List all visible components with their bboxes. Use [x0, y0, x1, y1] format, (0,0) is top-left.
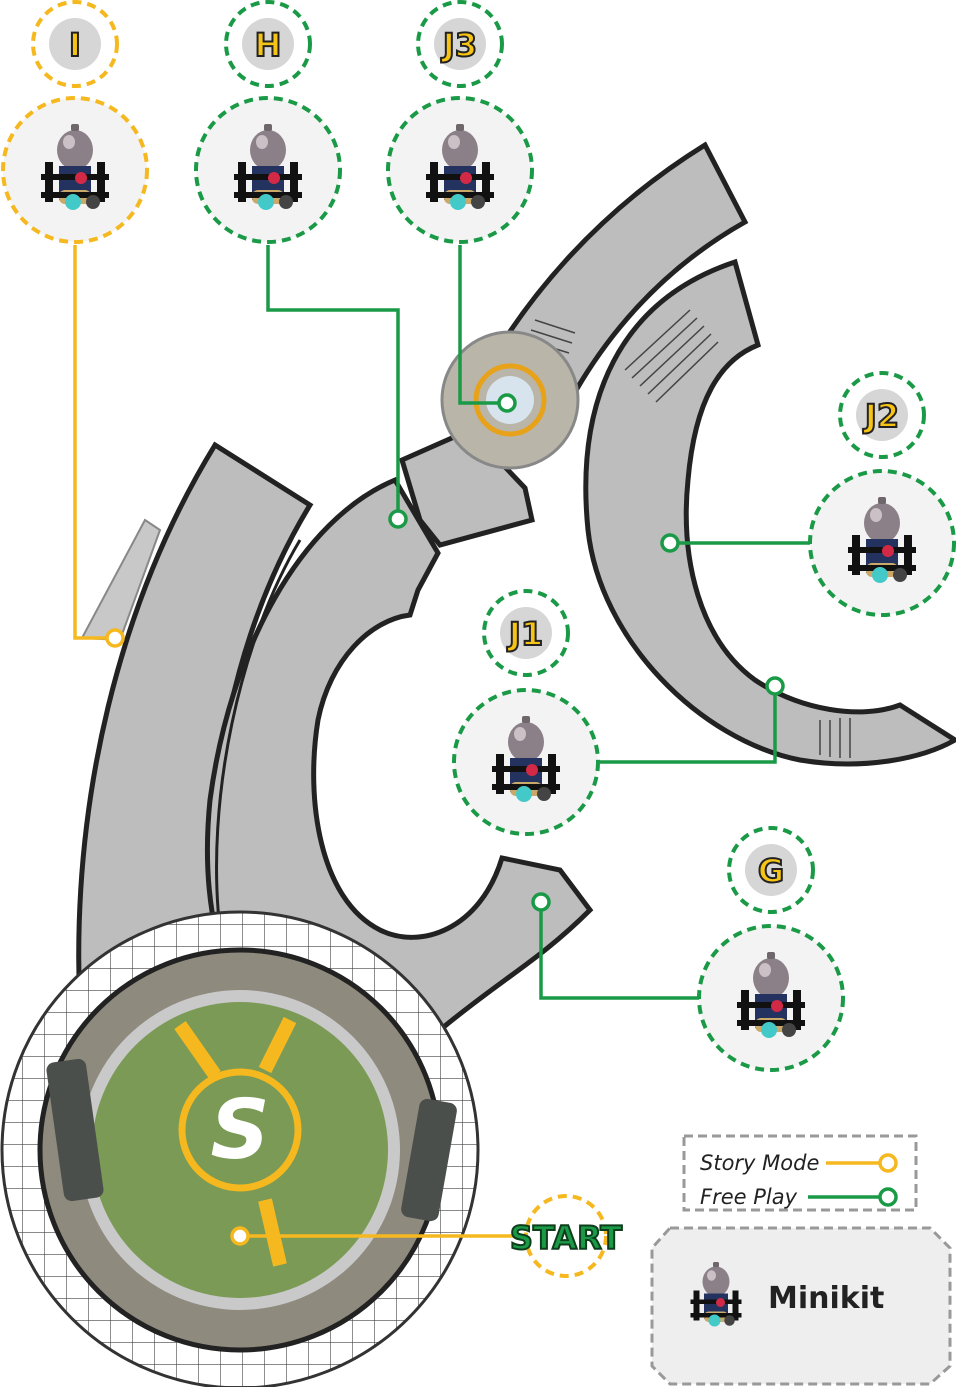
hub-letter: S [210, 1083, 269, 1178]
line-H [266, 245, 400, 518]
stairs-right [624, 309, 851, 758]
walkway-inner-c [204, 476, 594, 1033]
marker-label-I: I [69, 26, 81, 64]
legend-story-mode: Story Mode [700, 1151, 819, 1175]
marker-I[interactable]: I [1, 0, 149, 244]
hub-center [92, 1002, 388, 1298]
walkway-right-crescent [583, 258, 956, 767]
line-J3 [458, 245, 505, 405]
legend-minikit: Minikit [768, 1281, 884, 1316]
marker-label-J2: J2 [863, 397, 899, 435]
legend: Story Mode Free Play Minikit [650, 1134, 952, 1386]
start-marker[interactable]: START [509, 1194, 623, 1278]
start-label: START [510, 1219, 622, 1257]
marker-J2[interactable]: J2 [808, 371, 956, 617]
line-J1 [600, 688, 777, 764]
marker-label-J1: J1 [507, 615, 543, 653]
marker-J3[interactable]: J3 [386, 0, 534, 244]
marker-G[interactable]: G [697, 826, 845, 1072]
line-G [539, 902, 700, 1000]
marker-J1[interactable]: J1 [452, 589, 600, 836]
marker-label-H: H [255, 26, 282, 64]
marker-label-J3: J3 [441, 26, 477, 64]
marker-H[interactable]: H [194, 0, 342, 244]
marker-label-G: G [758, 852, 784, 890]
line-I [73, 245, 112, 640]
legend-free-play: Free Play [700, 1185, 798, 1209]
